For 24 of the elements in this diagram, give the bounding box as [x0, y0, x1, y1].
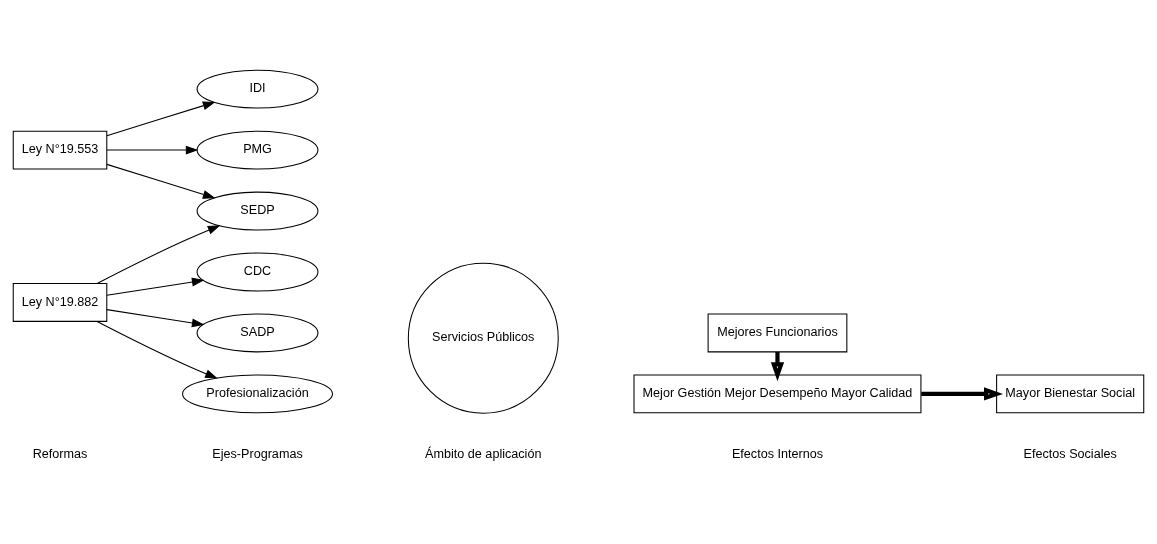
node-box: Ley N°19.553: [12, 130, 108, 170]
node-box: Ley N°19.882: [12, 283, 108, 322]
node-ellipse: CDC: [196, 252, 319, 292]
label: Efectos Sociales: [1023, 447, 1117, 462]
label: Ámbito de aplicación: [425, 447, 542, 462]
label: Efectos Internos: [731, 447, 824, 462]
node-box: Mayor Bienestar Social: [996, 374, 1145, 414]
arrow: [106, 145, 199, 155]
arrow: [106, 277, 205, 296]
arrow: [96, 320, 218, 379]
arrow: [770, 351, 785, 382]
node-ellipse: Profesionalización: [182, 374, 333, 414]
arrow: [106, 101, 216, 137]
node-ellipse: PMG: [196, 130, 319, 170]
label: Reformas: [32, 447, 88, 462]
arrow: [106, 309, 205, 328]
arrow: [921, 387, 1003, 401]
node-box: Mejor Gestión Mejor Desempeño Mayor Calidad: [633, 374, 922, 414]
node-circle: Servicios Públicos: [407, 262, 559, 414]
arrow: [106, 163, 216, 199]
node-box: Mejores Funcionarios: [707, 313, 848, 353]
arrow: [96, 225, 221, 284]
label: Ejes-Programas: [212, 447, 303, 462]
node-ellipse: SADP: [196, 313, 319, 353]
